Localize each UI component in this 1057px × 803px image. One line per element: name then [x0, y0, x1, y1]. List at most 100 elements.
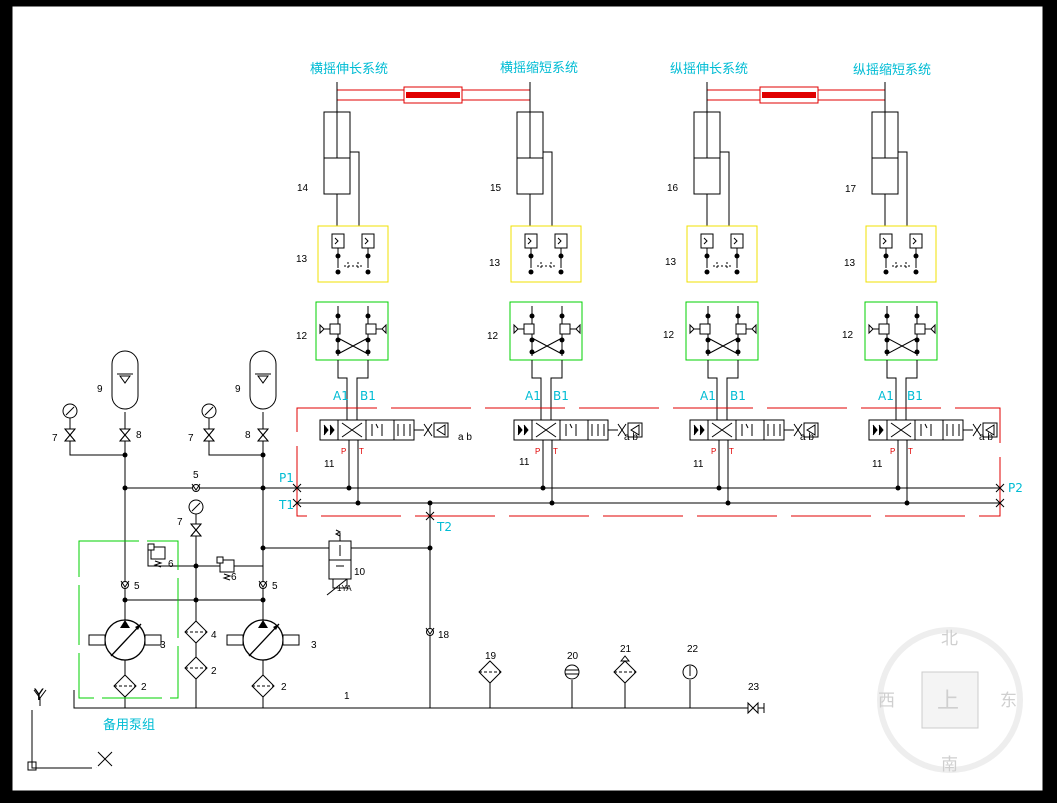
- label-12: 12: [663, 330, 675, 341]
- cylinder-links: [337, 86, 885, 104]
- port-a1: A1: [333, 389, 349, 403]
- label-5: 5: [134, 581, 140, 592]
- label-7: 7: [52, 433, 58, 444]
- label-15: 15: [490, 183, 502, 194]
- relief-module-12: [864, 301, 938, 361]
- label-ab: a b: [800, 432, 814, 443]
- label-20: 20: [567, 651, 579, 662]
- port-t1: T1: [278, 498, 294, 512]
- relief-module-12: [315, 301, 389, 361]
- compass-east: 东: [1000, 691, 1017, 711]
- label-4: 4: [211, 630, 217, 641]
- compass-center: 上: [937, 689, 959, 714]
- label-8: 8: [136, 430, 142, 441]
- label-16: 16: [667, 183, 679, 194]
- title-roll-extend: 横摇伸长系统: [310, 62, 388, 77]
- port-p: P: [711, 447, 716, 456]
- label-3: 3: [311, 640, 317, 651]
- pressure-gauge-icon: [188, 499, 204, 515]
- port-t: T: [729, 447, 734, 456]
- port-t: T: [553, 447, 558, 456]
- label-ab: a b: [458, 432, 472, 443]
- check-valve-5: [191, 483, 201, 492]
- label-11: 11: [324, 459, 335, 470]
- port-b1: B1: [730, 389, 746, 403]
- title-roll-retract: 横摇缩短系统: [500, 60, 578, 76]
- label-13: 13: [489, 258, 501, 269]
- port-a1: A1: [700, 389, 716, 403]
- label-7: 7: [188, 433, 194, 444]
- valve-frame: [296, 407, 1001, 517]
- port-p2: P2: [1008, 481, 1023, 495]
- compass-south: 南: [941, 755, 958, 775]
- port-b1: B1: [553, 389, 569, 403]
- relief-module-12: [509, 301, 583, 361]
- label-9: 9: [235, 384, 241, 395]
- lock-module-13: [317, 225, 389, 283]
- level-gauge-20: [564, 664, 580, 680]
- system-titles: 横摇伸长系统 横摇缩短系统 纵摇伸长系统 纵摇缩短系统: [310, 60, 931, 78]
- label-11: 11: [519, 457, 530, 468]
- accumulator-9: [111, 350, 139, 410]
- label-12: 12: [487, 331, 499, 342]
- ucs-icon: [27, 689, 113, 771]
- standby-pump-label: 备用泵组: [103, 717, 155, 733]
- label-7: 7: [177, 517, 183, 528]
- axis-y-label: Y: [33, 685, 44, 704]
- label-19: 19: [485, 651, 497, 662]
- label-12: 12: [296, 331, 308, 342]
- solenoid-valve-10: [326, 529, 352, 596]
- title-pitch-extend: 纵摇伸长系统: [670, 62, 748, 77]
- label-12: 12: [842, 330, 854, 341]
- lock-module-13: [865, 225, 937, 283]
- thermometer-22: [682, 664, 698, 680]
- label-ab: a b: [979, 432, 993, 443]
- label-13: 13: [296, 254, 308, 265]
- compass-labels: 北 南 东 西 上: [878, 629, 1017, 775]
- label-2: 2: [211, 666, 217, 677]
- check-valve-5: [258, 580, 268, 589]
- port-t: T: [908, 447, 913, 456]
- valve-feed-lines: [337, 360, 918, 420]
- label-22: 22: [687, 644, 699, 655]
- port-t2: T2: [436, 520, 452, 534]
- compass-north: 北: [941, 629, 958, 649]
- axis-x-label: X: [96, 767, 97, 769]
- relief-module-12: [685, 301, 759, 361]
- port-t: T: [359, 447, 364, 456]
- label-11: 11: [693, 459, 704, 470]
- component-numbers: 14 15 16 17 13 13 13 13 12 12 12 12 11 1…: [52, 183, 993, 702]
- standby-pump-frame: [78, 540, 179, 699]
- label-3: 3: [160, 640, 166, 651]
- label-9: 9: [97, 384, 103, 395]
- label-13: 13: [665, 257, 677, 268]
- compass-west: 西: [878, 691, 895, 711]
- port-p: P: [341, 447, 346, 456]
- pt-drops: [348, 440, 908, 503]
- label-13: 13: [844, 258, 856, 269]
- lock-module-13: [686, 225, 758, 283]
- check-valve-18: [425, 627, 435, 636]
- lock-module-13: [510, 225, 582, 283]
- drain-valve-23: [747, 701, 765, 715]
- port-a1: A1: [525, 389, 541, 403]
- label-11: 11: [872, 459, 883, 470]
- label-2: 2: [141, 682, 147, 693]
- label-1: 1: [344, 691, 350, 702]
- port-b1: B1: [907, 389, 923, 403]
- label-5: 5: [193, 470, 199, 481]
- label-6: 6: [168, 559, 174, 570]
- label-17: 17: [845, 184, 857, 195]
- label-23: 23: [748, 682, 760, 693]
- label-14: 14: [297, 183, 309, 194]
- label-5: 5: [272, 581, 278, 592]
- port-a1: A1: [878, 389, 894, 403]
- label-21: 21: [620, 644, 632, 655]
- label-ab: a b: [624, 432, 638, 443]
- title-pitch-retract: 纵摇缩短系统: [853, 62, 931, 78]
- label-8: 8: [245, 430, 251, 441]
- pressure-gauge-icon: [201, 403, 217, 419]
- port-b1: B1: [360, 389, 376, 403]
- port-labels: A1 B1 A1 B1 A1 B1 A1 B1 P T P T P T P T …: [278, 389, 1023, 534]
